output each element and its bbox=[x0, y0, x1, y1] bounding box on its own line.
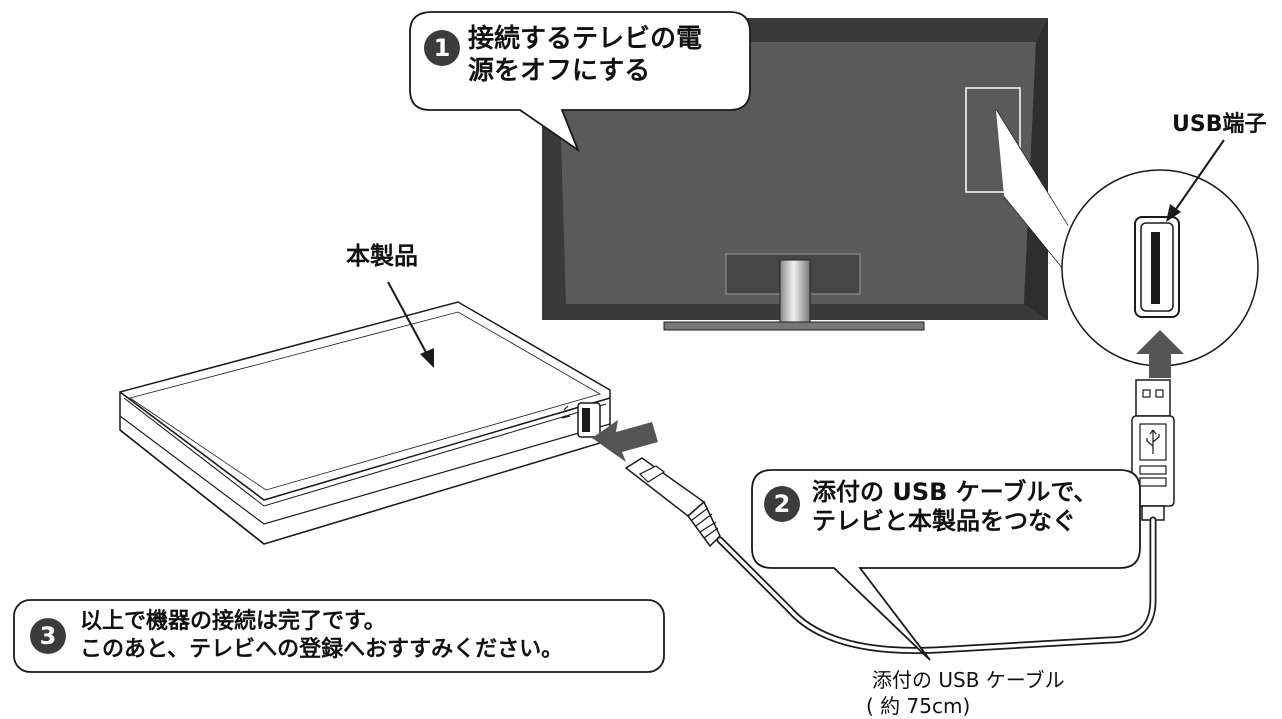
step-3-text: 以上で機器の接続は完了です。 このあと、テレビへの登録へおすすみください。 bbox=[80, 608, 563, 663]
step-3-badge: 3 bbox=[30, 618, 66, 654]
product-label: 本製品 bbox=[346, 242, 418, 270]
usb-logo-icon bbox=[555, 405, 571, 419]
usb-symbol-icon bbox=[1146, 429, 1160, 454]
hdd-product bbox=[119, 301, 611, 545]
insert-arrow-left bbox=[592, 420, 658, 462]
step-2-badge: 2 bbox=[764, 486, 800, 522]
usb-port-highlight bbox=[965, 87, 1021, 193]
callout-1-bubble bbox=[409, 11, 751, 153]
step-2-line-1: 添付の USB ケーブルで、 bbox=[812, 478, 1098, 506]
callout-2-bubble bbox=[751, 469, 1141, 661]
usb-port-label: USB端子 bbox=[1172, 112, 1267, 137]
cable-name-label: 添付の USB ケーブル bbox=[872, 668, 1065, 692]
cable-length-label: ( 約 75cm) bbox=[866, 694, 971, 718]
insert-arrow-up bbox=[1136, 330, 1184, 378]
usb-label-arrow bbox=[1173, 139, 1225, 213]
step-2-text: 添付の USB ケーブルで、 テレビと本製品をつなぐ bbox=[812, 478, 1097, 537]
micro-usb-plug bbox=[624, 457, 721, 548]
step-3-line-1: 以上で機器の接続は完了です。 bbox=[80, 609, 386, 634]
tv-stand-foot bbox=[663, 321, 925, 331]
callout-3-bubble bbox=[13, 599, 665, 673]
tv-stand-neck bbox=[779, 259, 811, 326]
step-2-line-2: テレビと本製品をつなぐ bbox=[812, 507, 1076, 536]
step-1-line-1: 接続するテレビの電 bbox=[468, 24, 703, 54]
step-1-line-2: 源をオフにする bbox=[468, 55, 651, 86]
step-1-text: 接続するテレビの電 源をオフにする bbox=[468, 24, 702, 87]
step-1-badge: 1 bbox=[424, 30, 460, 66]
product-label-arrow bbox=[387, 281, 429, 357]
step-3-line-2: このあと、テレビへの登録へおすすみください。 bbox=[80, 636, 564, 662]
usb-a-plug bbox=[1131, 379, 1175, 521]
usb-zoom bbox=[995, 109, 1259, 367]
